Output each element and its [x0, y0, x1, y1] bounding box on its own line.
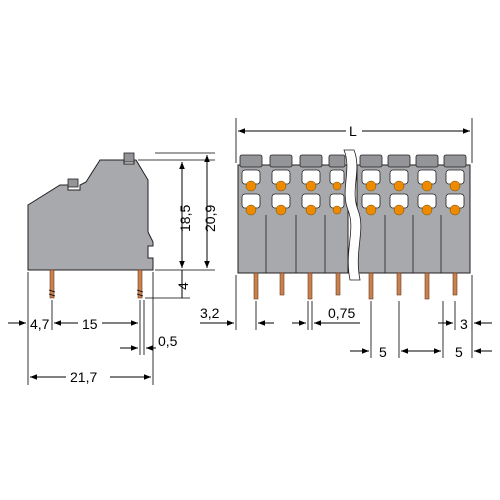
- side-tab-2: [123, 152, 135, 163]
- side-pin-left: [49, 269, 55, 299]
- top-caps: [239, 154, 467, 168]
- side-housing: [27, 159, 154, 271]
- front-dimensions: L 3,2 0,75 3 5 5: [200, 118, 492, 360]
- front-view: [237, 149, 471, 300]
- break-gap: [343, 149, 362, 281]
- side-view: [27, 152, 154, 299]
- pole-dividers: [265, 215, 442, 273]
- side-pin-right: [137, 269, 143, 299]
- dim-offset-left: 4,7: [30, 316, 50, 332]
- lower-release-buttons: [245, 204, 461, 216]
- dim-height-top: 18,5: [177, 205, 193, 232]
- front-pins: [253, 272, 458, 300]
- upper-row-slots: [241, 169, 465, 185]
- lower-row-slots: [241, 193, 465, 209]
- side-tab-1: [67, 178, 79, 188]
- upper-release-buttons: [245, 180, 461, 192]
- dim-total-depth: 21,7: [70, 369, 97, 385]
- dim-height-total: 20,9: [202, 205, 218, 232]
- dim-pitch-right: 5: [455, 344, 463, 360]
- dim-pin-thickness: 0,75: [328, 305, 355, 321]
- dim-pin-width: 0,5: [158, 333, 178, 349]
- dim-last-pin-offset: 3: [460, 316, 468, 332]
- dim-pin-spacing: 15: [82, 316, 98, 332]
- side-dimensions: 18,5 20,9 4 4,7 15 0,5 21,7: [8, 152, 218, 385]
- dim-pin-length: 4: [175, 282, 191, 290]
- dim-pitch-left: 5: [379, 344, 387, 360]
- dim-length: L: [349, 123, 357, 139]
- dim-first-pin-offset: 3,2: [200, 305, 220, 321]
